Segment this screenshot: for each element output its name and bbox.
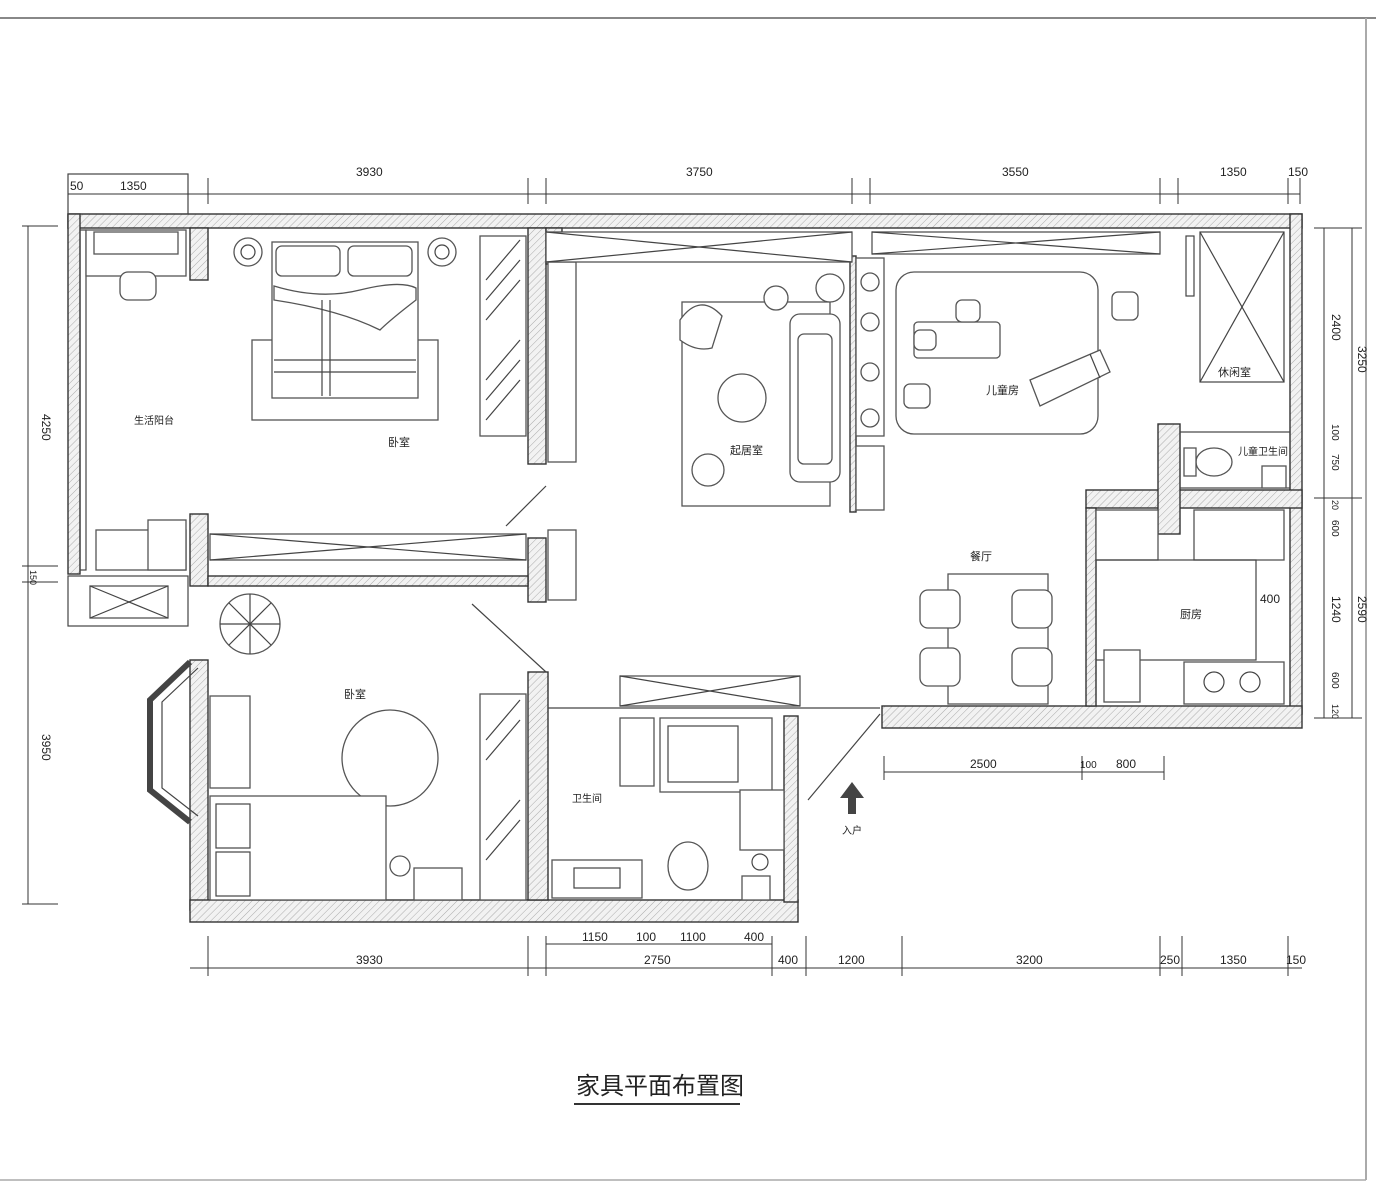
dim-kitchen-400: 400 [1260,592,1280,606]
dim-right-20: 20 [1330,500,1340,510]
bottom-balcony-box [67,575,189,627]
dim-left-150: 150 [28,570,38,585]
life-balcony-furniture [85,229,187,571]
bay-window [147,659,193,825]
room-label-living-room: 起居室 [730,443,763,457]
balcony-cabinet-x2 [89,585,169,619]
master-bed [233,237,457,421]
dim-top-50: 50 [70,179,84,193]
dim-bottom-1100: 1100 [680,930,706,944]
dim-bottom-1350: 1350 [1220,953,1247,967]
leisure-room-furniture [1185,231,1285,383]
kitchen-fixtures [1095,509,1285,705]
dim-bottom-100: 100 [636,930,656,944]
dim-right-3250: 3250 [1355,346,1369,373]
children-bathroom-fixtures [1179,431,1291,489]
dim-lower-100: 100 [1080,760,1097,771]
room-label-leisure-room: 休闲室 [1218,365,1251,379]
room-label-kitchen: 厨房 [1180,608,1202,621]
dim-top-1350-left: 1350 [120,179,147,193]
dim-top-3930: 3930 [356,165,383,179]
dim-right-2590: 2590 [1355,596,1369,623]
drawing-title: 家具平面布置图 [576,1072,744,1100]
dining-furniture [919,573,1053,705]
second-bedroom-furniture [209,593,527,901]
room-label-second-bedroom: 卧室 [344,687,366,701]
master-wardrobe [479,235,577,463]
dim-bottom-1150: 1150 [582,930,608,944]
room-label-life-balcony: 生活阳台 [134,414,174,427]
room-label-master-bedroom: 卧室 [388,435,410,449]
bathroom-fixtures [551,675,801,901]
corridor-cabinets [209,231,1161,601]
living-room-furniture [679,257,885,511]
walls [67,213,1303,923]
dim-right-600-a: 600 [1329,520,1340,537]
balcony-window-frame [79,229,87,571]
dim-lower-2500: 2500 [970,757,997,771]
dim-top-1350-right: 1350 [1220,165,1247,179]
dim-bottom-2750: 2750 [644,953,671,967]
dim-bottom-150: 150 [1286,953,1306,967]
room-label-children-bathroom: 儿童卫生间 [1238,445,1288,458]
dim-right-1240: 1240 [1329,596,1343,623]
dim-bottom-400-a: 400 [744,930,764,944]
dimension-lines [22,178,1362,976]
dim-top-150: 150 [1288,165,1308,179]
dim-bottom-3930: 3930 [356,953,383,967]
room-label-bathroom: 卫生间 [572,792,602,805]
dim-top-3750: 3750 [686,165,713,179]
dim-top-3550: 3550 [1002,165,1029,179]
dim-bottom-1200: 1200 [838,953,865,967]
dim-right-750: 750 [1329,454,1340,471]
dim-left-4250: 4250 [39,414,53,441]
dim-right-120: 120 [1330,704,1340,719]
dim-lower-800: 800 [1116,757,1136,771]
bay-window-inner [161,667,199,817]
dim-bottom-400-b: 400 [778,953,798,967]
dim-bottom-250: 250 [1160,953,1180,967]
room-label-children-room: 儿童房 [986,383,1019,397]
room-label-entrance: 入户 [842,824,862,837]
dim-right-100: 100 [1329,424,1340,441]
dim-left-3950: 3950 [39,734,53,761]
children-room-furniture [895,271,1139,435]
dim-right-600-b: 600 [1329,672,1340,689]
doors [471,485,881,801]
dim-right-2400: 2400 [1329,314,1343,341]
entrance-arrow-icon [840,782,864,814]
dim-bottom-3200: 3200 [1016,953,1043,967]
room-label-dining: 餐厅 [970,549,992,563]
